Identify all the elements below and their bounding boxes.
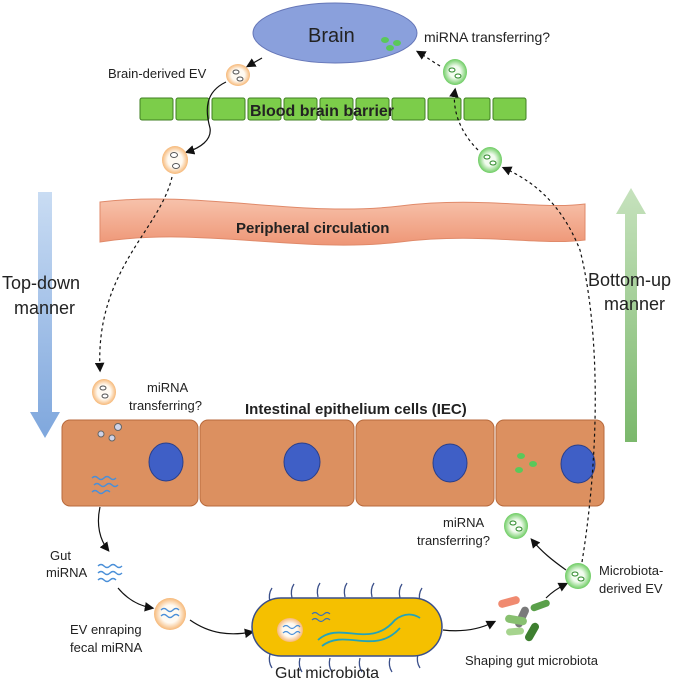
- brain-mirna-dots: [381, 37, 401, 51]
- brain-ev-lower: [162, 146, 188, 174]
- gut-mirna-label-2: miRNA: [46, 565, 87, 580]
- arrow-microbiota-ev-to-brain: [501, 166, 596, 563]
- shaping-label: Shaping gut microbiota: [465, 653, 599, 668]
- arrow-gut-mirna-to-ev: [117, 587, 155, 612]
- mirna-transferring-low-1: miRNA: [443, 515, 484, 530]
- top-down-label-2: manner: [14, 298, 75, 318]
- arrow-bacterium-to-shaping: [442, 620, 497, 632]
- microbiota-ev-label-2: derived EV: [599, 581, 663, 596]
- peripheral-circulation-band: [99, 198, 586, 246]
- bottom-up-label-1: Bottom-up: [588, 270, 671, 290]
- arrow-shaping-to-ev: [545, 582, 569, 599]
- arrow-microbiota-ev-to-iec: [530, 538, 567, 571]
- ev-enraping-label-2: fecal miRNA: [70, 640, 143, 655]
- bottom-up-label-2: manner: [604, 294, 665, 314]
- iec-nuclei: [148, 442, 596, 484]
- iec-green-ev: [504, 513, 528, 539]
- bottom-up-arrow: [616, 188, 646, 442]
- arrow-green-ev-to-brain: [415, 50, 441, 67]
- mirna-transferring-mid-2: transferring?: [129, 398, 202, 413]
- blood-brain-barrier: [139, 97, 527, 121]
- brain-derived-ev-label: Brain-derived EV: [108, 66, 207, 81]
- gut-microbiota-label: Gut microbiota: [275, 665, 379, 682]
- ev-enraping-label-1: EV enraping: [70, 622, 142, 637]
- gut-mirna-label-1: Gut: [50, 548, 71, 563]
- brain-ev-upper: [226, 64, 250, 86]
- bbb-label: Blood brain barrier: [250, 103, 394, 120]
- mirna-transferring-mid-1: miRNA: [147, 380, 188, 395]
- arrow-green-ev-through-bbb: [449, 87, 479, 151]
- arrow-ev-to-bacterium: [189, 619, 255, 639]
- gut-microbiota-bacterium: [251, 582, 443, 673]
- gut-mirna: [97, 563, 123, 583]
- arrow-ev-to-iec: [94, 176, 173, 373]
- green-ev-upper: [443, 59, 467, 85]
- microbiota-ev-label-1: Microbiota-: [599, 563, 663, 578]
- mirna-transferring-low-2: transferring?: [417, 533, 490, 548]
- iec-cells: [61, 419, 605, 507]
- arrow-ev-cross-bbb: [184, 81, 227, 155]
- shaping-microbiota-rods: [498, 596, 550, 642]
- iec-label: Intestinal epithelium cells (IEC): [245, 401, 467, 418]
- iec-mirna: [91, 475, 119, 495]
- arrow-iec-to-gut-mirna: [97, 506, 110, 552]
- peripheral-circulation-label: Peripheral circulation: [236, 220, 389, 237]
- top-down-arrow: [30, 192, 60, 438]
- brain-label: Brain: [308, 25, 355, 47]
- arrow-brain-to-ev: [245, 57, 263, 68]
- green-ev-lower: [478, 147, 502, 173]
- microbiota-derived-ev: [565, 563, 591, 589]
- mirna-transferring-top-label: miRNA transferring?: [424, 29, 550, 45]
- top-down-label-1: Top-down: [2, 273, 80, 293]
- iec-vesicles: [97, 423, 122, 442]
- ev-enraping-fecal-mirna: [154, 598, 186, 630]
- iec-green-mirna: [515, 453, 537, 473]
- iec-ev: [92, 379, 116, 405]
- brain-shape: [252, 2, 418, 64]
